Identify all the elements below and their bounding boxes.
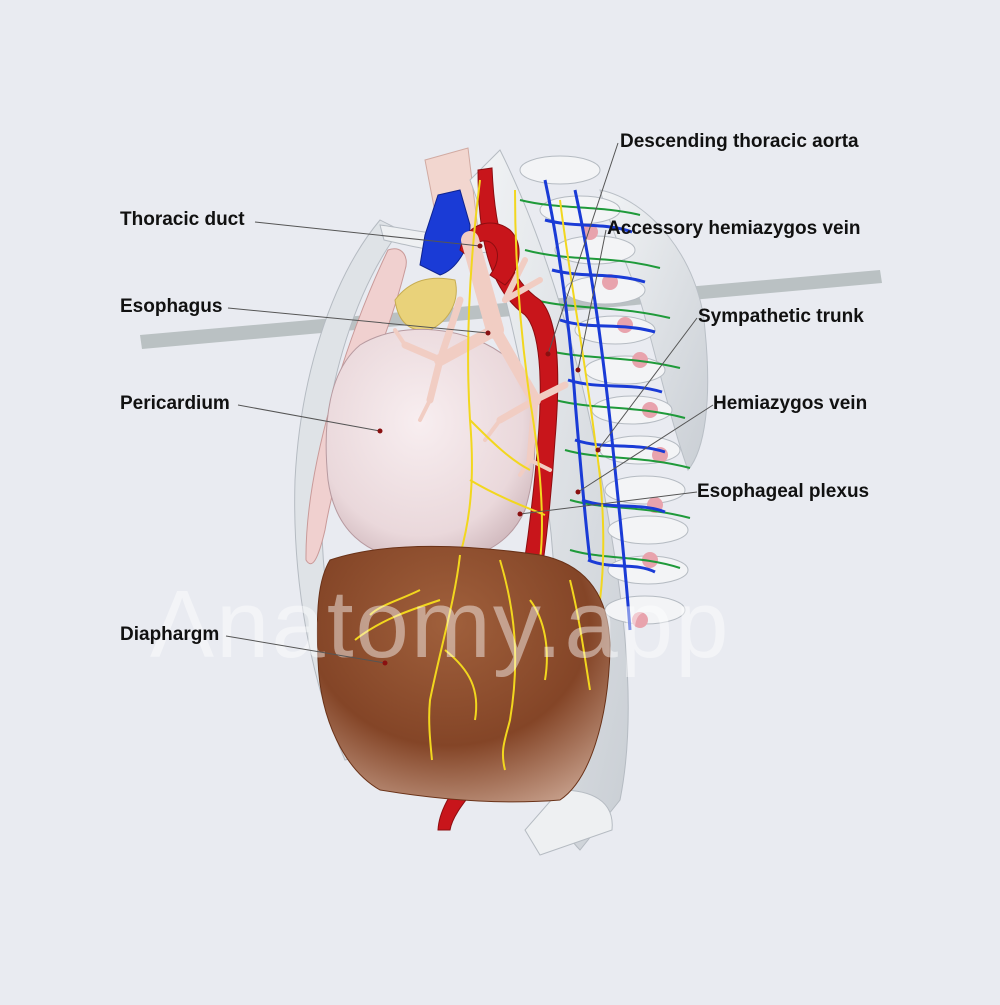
label-esophagus[interactable]: Esophagus — [120, 296, 223, 317]
label-hemiazygos-vein[interactable]: Hemiazygos vein — [713, 393, 868, 414]
leader-esophagus — [227, 307, 489, 334]
hemiazygos-system — [543, 179, 666, 631]
leader-accessory-hemiazygos — [577, 229, 607, 371]
phrenic-nerve-branches — [354, 554, 591, 771]
marker-diaphragm — [382, 660, 388, 666]
leader-esophageal-plexus — [519, 491, 698, 515]
vagus-nerves — [459, 179, 605, 601]
brachiocephalic-vein — [419, 189, 471, 276]
marker-descending-aorta — [545, 351, 551, 357]
leader-hemiazygos — [577, 404, 714, 493]
label-accessory-hemiazygos-vein[interactable]: Accessory hemiazygos vein — [607, 218, 861, 239]
leader-thoracic-duct — [254, 221, 481, 247]
leader-pericardium — [237, 404, 381, 432]
marker-hemiazygos — [575, 489, 581, 495]
marker-esophageal-plexus — [517, 511, 523, 517]
leader-descending-aorta — [547, 142, 619, 355]
label-pericardium[interactable]: Pericardium — [120, 393, 230, 414]
descending-thoracic-aorta — [437, 167, 559, 831]
leader-diaphragm — [225, 635, 386, 664]
marker-pericardium — [377, 428, 383, 434]
label-diaphragm[interactable]: Diaphargm — [120, 624, 220, 645]
watermark: Anatomy.app — [150, 571, 731, 678]
label-thoracic-duct[interactable]: Thoracic duct — [120, 209, 245, 230]
marker-thoracic-duct — [477, 243, 483, 249]
marker-accessory-hemiazygos — [575, 367, 581, 373]
label-sympathetic-trunk[interactable]: Sympathetic trunk — [698, 306, 864, 327]
marker-sympathetic-trunk — [595, 447, 601, 453]
label-esophageal-plexus[interactable]: Esophageal plexus — [697, 481, 870, 502]
marker-esophagus — [485, 330, 491, 336]
label-descending-thoracic-aorta[interactable]: Descending thoracic aorta — [620, 131, 859, 152]
leader-sympathetic-trunk — [597, 317, 698, 451]
